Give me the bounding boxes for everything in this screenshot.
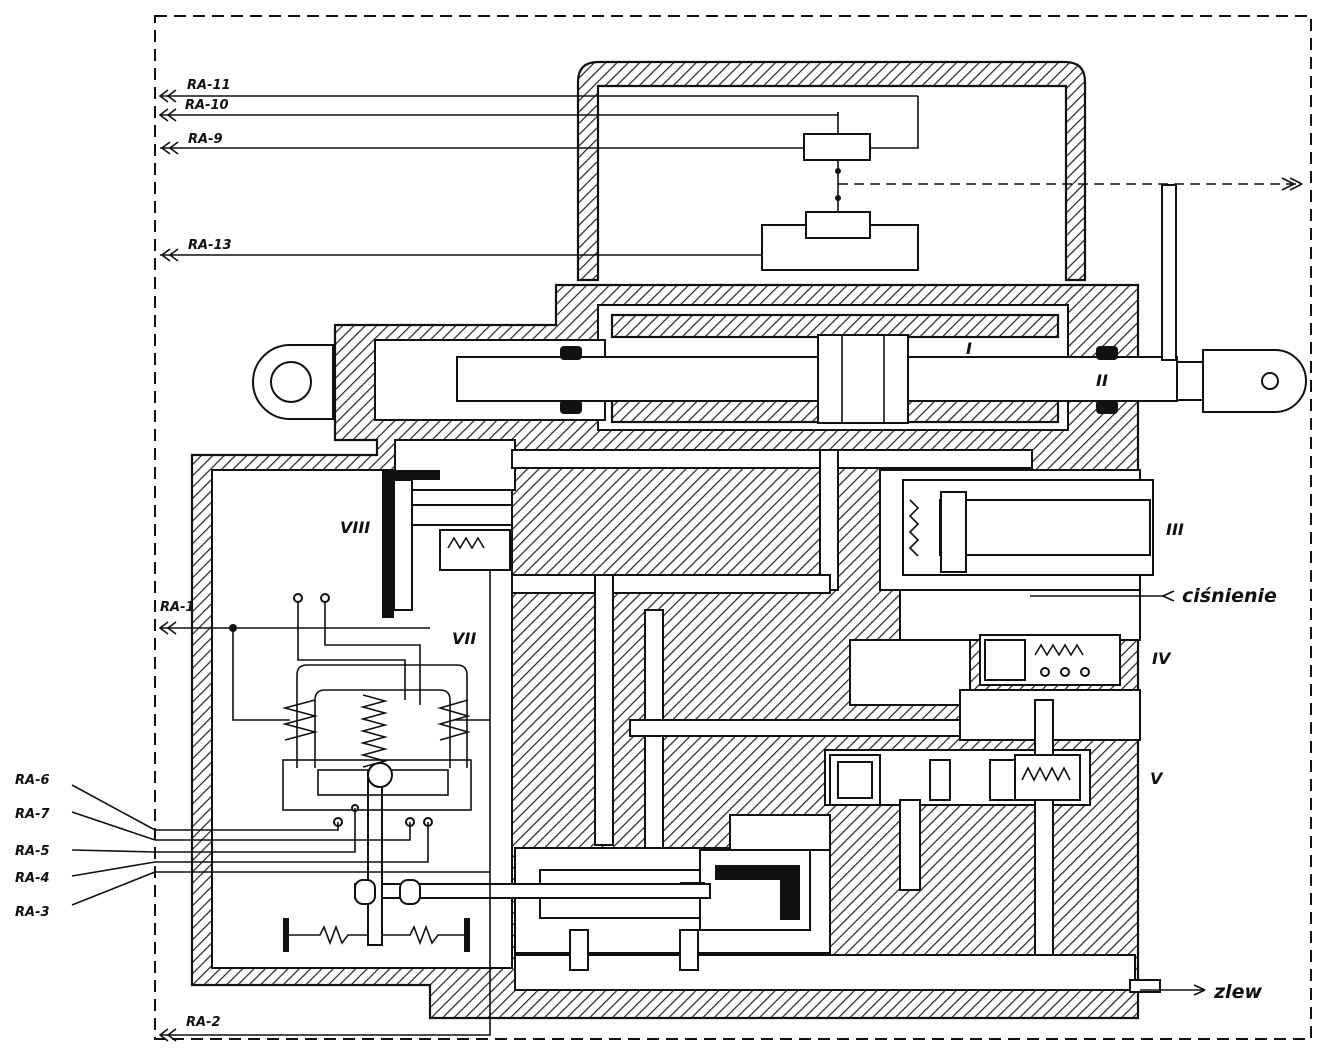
signal-wiring [71, 627, 1206, 996]
torque-motor [160, 560, 491, 1036]
label-ra-2: RA-2 [186, 1015, 221, 1030]
feedback-lever [283, 769, 470, 952]
valve-VIII [382, 470, 513, 618]
label-pressure-port: ciśnienie [1182, 585, 1277, 607]
valve-III [902, 479, 1175, 602]
label-ra-5: RA-5 [15, 844, 50, 859]
valve-IV [979, 634, 1121, 686]
label-III: III [1166, 520, 1184, 539]
signal-arrowheads [158, 89, 179, 1042]
enclosure-boundary [154, 15, 1312, 1040]
label-VIII: VIII [340, 518, 370, 537]
sensor-housing [160, 60, 1303, 282]
label-ra-6: RA-6 [15, 773, 50, 788]
label-ra-1: RA-1 [160, 600, 195, 615]
label-VII: VII [452, 629, 476, 648]
sensor-block-lower [805, 211, 871, 239]
servo-piston [354, 849, 811, 931]
label-ra-13: RA-13 [188, 238, 232, 253]
sensor-block-upper [803, 133, 871, 161]
label-V: V [1150, 769, 1164, 788]
label-IV: IV [1152, 649, 1172, 668]
label-ra-11: RA-11 [187, 78, 231, 93]
main-piston-rod [252, 184, 1307, 424]
label-II: II [1096, 371, 1108, 390]
label-ra-4: RA-4 [15, 871, 50, 886]
label-drain-port: zlew [1213, 981, 1262, 1003]
label-I: I [966, 339, 972, 358]
valve-V [829, 754, 1081, 806]
label-ra-9: RA-9 [188, 132, 223, 147]
label-ra-3: RA-3 [15, 905, 50, 920]
label-ra-7: RA-7 [15, 807, 50, 822]
labels: RA-11 RA-10 RA-9 RA-13 RA-1 RA-2 RA-6 RA… [15, 78, 1277, 1030]
label-ra-10: RA-10 [185, 98, 229, 113]
